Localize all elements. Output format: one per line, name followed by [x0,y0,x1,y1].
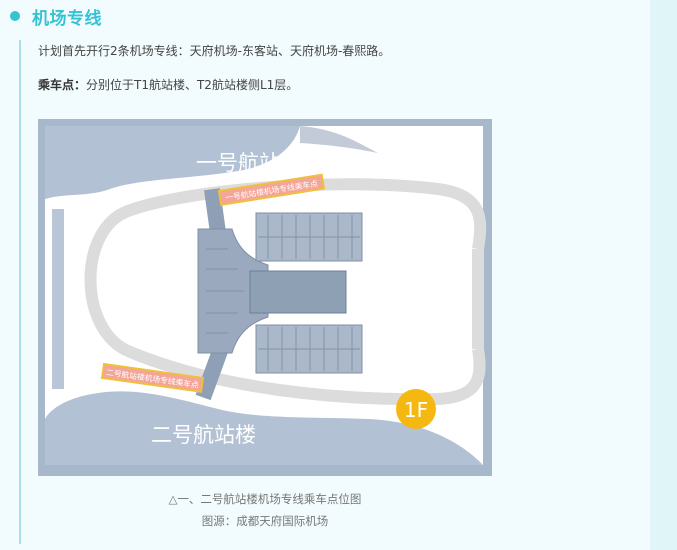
stop-label: 乘车点： [38,78,87,92]
stop-text: 分别位于T1航站楼、T2航站楼侧L1层。 [86,78,299,92]
floor-badge: 1F [396,389,436,429]
ring-road-bottom [125,345,486,406]
section-header: 机场专线 [10,4,102,29]
terminal1-shadow [300,126,378,153]
left-accent-rule [19,40,21,544]
bullet-dot-icon [10,11,20,21]
right-margin-strip [650,0,677,550]
stop-paragraph: 乘车点：分别位于T1航站楼、T2航站楼侧L1层。 [38,76,298,93]
floor-badge-text: 1F [404,398,428,422]
central-concourse [195,188,363,401]
terminal1-label: 一号航站楼 [196,151,301,175]
terminal1-building [45,126,300,199]
terminal2-label: 二号航站楼 [151,423,256,447]
left-side-strip [52,209,64,389]
airport-stop-map: 一号航站楼 二号航站楼 一号航站楼机场专线乘车点 二号航站楼机场专线乘车点 1F [38,119,492,476]
figure-source: 图源：成都天府国际机场 [201,514,329,528]
figure-caption: △一、二号航站楼机场专线乘车点位图 [168,492,362,506]
section-title: 机场专线 [32,8,102,29]
plan-paragraph: 计划首先开行2条机场专线：天府机场-东客站、天府机场-春熙路。 [38,44,391,58]
terminal2-building [45,391,483,465]
